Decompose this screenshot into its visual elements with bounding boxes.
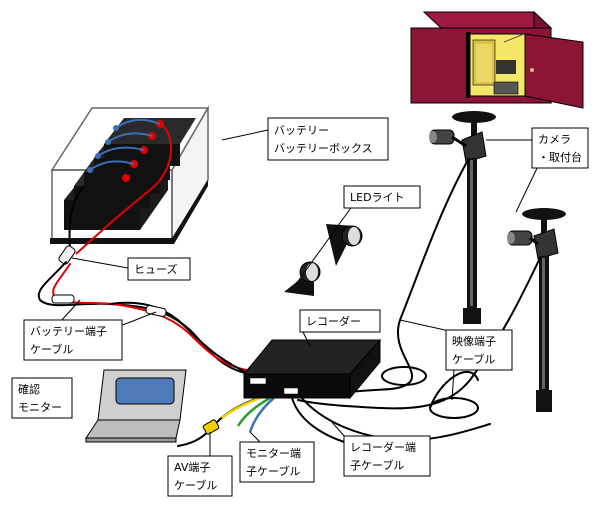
cable-runs: [37, 159, 541, 447]
monitor-illustration: [85, 369, 187, 443]
cabinet-illustration: [410, 10, 584, 109]
camera-stand-left: [429, 111, 496, 324]
av-connector: [202, 419, 220, 435]
battery-cells: [64, 118, 196, 230]
av-wire-blue: [248, 397, 275, 433]
label-monitor: 確認 モニター: [11, 377, 73, 419]
fuse-component: [58, 245, 76, 265]
label-camera-line1: カメラ: [538, 133, 571, 146]
label-battery-line1: バッテリー: [274, 124, 329, 137]
label-fuse: ヒューズ: [127, 257, 191, 281]
monitor-screen: [115, 377, 175, 405]
label-video-cable: 映像端子 ケーブル: [445, 329, 513, 371]
label-battery: バッテリー バッテリーボックス: [267, 117, 389, 161]
av-wire-green: [236, 396, 271, 427]
label-video-cable-line1: 映像端子: [452, 335, 496, 348]
label-fuse-text: ヒューズ: [134, 262, 177, 276]
label-camera-line2: ・取付台: [538, 150, 582, 164]
label-recorder-cable-line2: 子ケーブル: [350, 458, 404, 472]
led-lights-illustration: [284, 224, 363, 296]
label-battery-cable-line2: ケーブル: [30, 342, 73, 356]
label-led-text: LEDライト: [350, 191, 405, 204]
label-recorder-text: レコーダー: [306, 314, 361, 328]
battery-cable-connector: [51, 294, 75, 304]
label-recorder-cable-line1: レコーダー端: [350, 440, 416, 454]
label-camera: カメラ ・取付台: [531, 127, 589, 169]
label-monitor-cable-line2: 子ケーブル: [246, 464, 300, 478]
video-cable-coil-right: [429, 397, 479, 419]
label-battery-cable: バッテリー端子 ケーブル: [23, 319, 123, 361]
label-monitor-cable-line1: モニター端: [246, 447, 301, 460]
label-battery-cable-line1: バッテリー端子: [30, 325, 107, 338]
label-av-cable: AV端子 ケーブル: [167, 455, 233, 497]
label-monitor-line2: モニター: [18, 401, 62, 414]
battery-box-illustration: [50, 105, 210, 255]
video-cable-coil-left: [381, 366, 427, 386]
label-recorder-cable: レコーダー端 子ケーブル: [343, 435, 431, 477]
label-monitor-cable: モニター端 子ケーブル: [239, 441, 315, 483]
recorder-illustration: [242, 338, 382, 400]
leader-lines: [59, 129, 541, 458]
label-recorder: レコーダー: [299, 309, 381, 333]
label-monitor-line1: 確認: [18, 382, 40, 396]
label-av-cable-line1: AV端子: [174, 461, 210, 474]
label-battery-line2: バッテリーボックス: [274, 142, 373, 155]
battery-terminals: [68, 118, 172, 255]
label-av-cable-line2: ケーブル: [174, 478, 217, 492]
label-video-cable-line2: ケーブル: [452, 352, 495, 366]
camera-stand-right: [507, 208, 566, 412]
label-led: LEDライト: [343, 185, 421, 209]
